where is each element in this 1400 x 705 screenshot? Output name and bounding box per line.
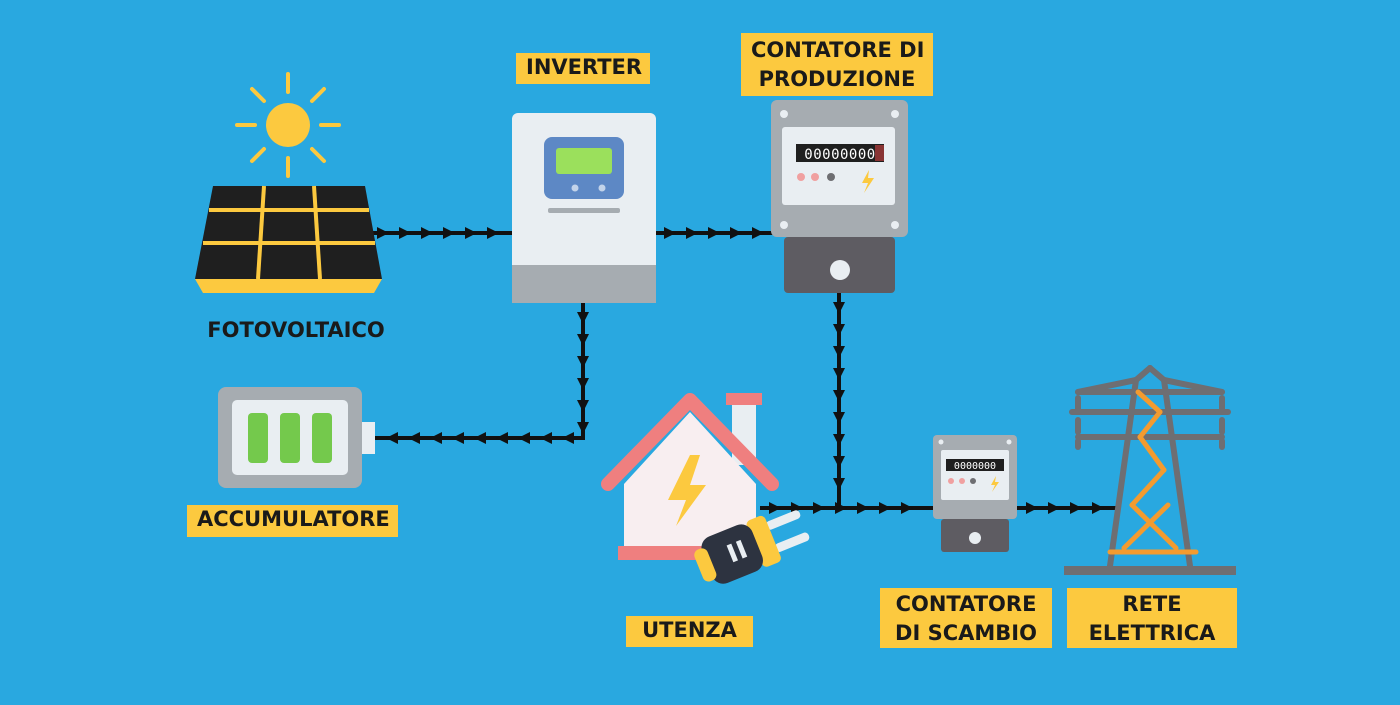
flow-arrowhead bbox=[833, 346, 845, 358]
flow-arrowhead bbox=[857, 502, 869, 514]
flow-arrowhead bbox=[408, 432, 420, 444]
flow-arrowhead bbox=[465, 227, 477, 239]
exchange-meter-label-line-2: DI SCAMBIO bbox=[895, 621, 1037, 645]
flow-arrowhead bbox=[540, 432, 552, 444]
flow-arrowhead bbox=[835, 502, 847, 514]
flow-arrowhead bbox=[1070, 502, 1082, 514]
grid-label: RETE ELETTRICA bbox=[1067, 588, 1237, 648]
flow-arrowhead bbox=[879, 502, 891, 514]
flow-arrowhead bbox=[833, 434, 845, 446]
flow-arrowhead bbox=[577, 356, 589, 368]
flow-arrowhead bbox=[833, 478, 845, 490]
exchange-meter-icon: 0000000 bbox=[933, 435, 1017, 552]
power-pylon-icon bbox=[1064, 365, 1236, 575]
flow-arrowhead bbox=[708, 227, 720, 239]
grid-label-line-2: ELETTRICA bbox=[1088, 621, 1216, 645]
flow-arrowhead bbox=[430, 432, 442, 444]
exchange-meter-label-line-1: CONTATORE bbox=[895, 592, 1037, 616]
sun-icon bbox=[235, 72, 341, 178]
flow-arrowheads bbox=[377, 227, 1104, 514]
inverter-icon bbox=[512, 113, 656, 303]
flow-arrowhead bbox=[833, 390, 845, 402]
flow-arrowhead bbox=[377, 227, 389, 239]
flow-arrowhead bbox=[752, 227, 764, 239]
flow-arrowhead bbox=[664, 227, 676, 239]
production-meter-icon: 00000000 bbox=[771, 100, 908, 293]
flow-arrowhead bbox=[487, 227, 499, 239]
flow-arrowhead bbox=[769, 502, 781, 514]
flow-arrowhead bbox=[577, 378, 589, 390]
flow-arrowhead bbox=[421, 227, 433, 239]
production-meter-label-line-2: PRODUZIONE bbox=[758, 67, 916, 91]
exchange-meter-label: CONTATORE DI SCAMBIO bbox=[880, 588, 1052, 648]
flow-arrowhead bbox=[813, 502, 825, 514]
exchange-meter-reading: 0000000 bbox=[954, 461, 996, 472]
flow-arrowhead bbox=[562, 432, 574, 444]
flow-arrowhead bbox=[443, 227, 455, 239]
lightning-icon bbox=[668, 455, 706, 526]
production-meter-label-line-1: CONTATORE DI bbox=[751, 38, 925, 62]
battery-icon bbox=[218, 387, 375, 488]
inverter-label: INVERTER bbox=[516, 53, 650, 84]
flow-arrowhead bbox=[577, 312, 589, 324]
flow-arrowhead bbox=[474, 432, 486, 444]
flow-arrowhead bbox=[1092, 502, 1104, 514]
flow-inverter-to-battery bbox=[375, 303, 585, 440]
plug-icon bbox=[694, 510, 810, 584]
user-label: UTENZA bbox=[626, 616, 753, 647]
flow-arrowhead bbox=[386, 432, 398, 444]
production-meter-label: CONTATORE DI PRODUZIONE bbox=[741, 33, 933, 96]
flow-arrowhead bbox=[452, 432, 464, 444]
flow-arrowhead bbox=[686, 227, 698, 239]
flow-arrowhead bbox=[833, 412, 845, 424]
flow-arrowhead bbox=[833, 302, 845, 314]
flow-arrowhead bbox=[833, 368, 845, 380]
flow-arrowhead bbox=[577, 334, 589, 346]
flow-arrowhead bbox=[518, 432, 530, 444]
flow-arrowhead bbox=[1026, 502, 1038, 514]
flow-arrowhead bbox=[1048, 502, 1060, 514]
flow-arrowhead bbox=[577, 422, 589, 434]
flow-arrowhead bbox=[577, 400, 589, 412]
solar-panel-icon bbox=[195, 185, 382, 293]
flow-arrowhead bbox=[833, 324, 845, 336]
flow-arrowhead bbox=[833, 456, 845, 468]
flow-arrowhead bbox=[496, 432, 508, 444]
flow-arrowhead bbox=[730, 227, 742, 239]
production-meter-reading: 00000000 bbox=[804, 147, 875, 163]
battery-label: ACCUMULATORE bbox=[187, 505, 398, 537]
flow-arrowhead bbox=[901, 502, 913, 514]
flow-arrowhead bbox=[399, 227, 411, 239]
grid-label-line-1: RETE bbox=[1122, 592, 1182, 616]
photovoltaic-label: FOTOVOLTAICO bbox=[207, 318, 385, 342]
